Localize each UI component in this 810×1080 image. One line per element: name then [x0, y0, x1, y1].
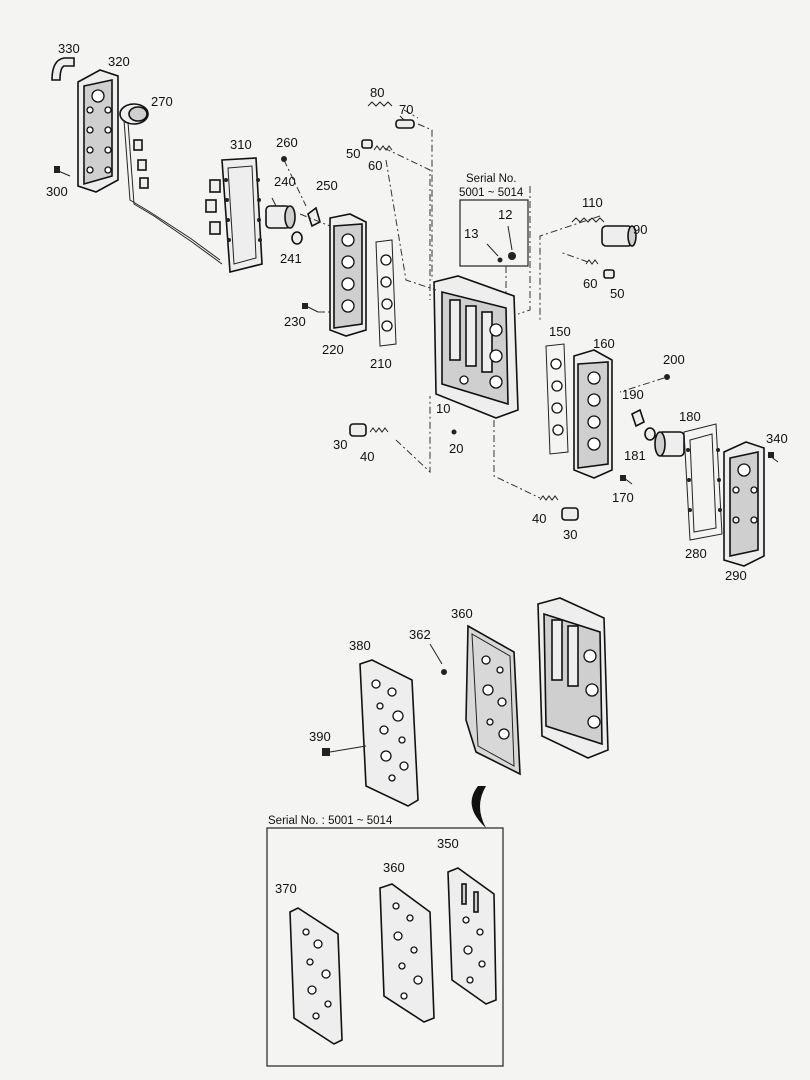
- label-30-right: 30: [563, 527, 577, 542]
- part-40-spring-right: [539, 495, 559, 501]
- label-60-right: 60: [583, 276, 597, 291]
- part-250-clip: [307, 206, 321, 228]
- part-290-cover: [723, 441, 765, 567]
- label-290: 290: [725, 568, 747, 583]
- assembly-lines: [283, 109, 665, 499]
- part-280-gasket: [683, 423, 723, 541]
- label-110: 110: [582, 195, 603, 210]
- label-250: 250: [316, 178, 338, 193]
- label-190: 190: [622, 387, 644, 402]
- label-50-left: 50: [346, 146, 360, 161]
- part-240-solenoid: [265, 197, 296, 229]
- label-360-middle: 360: [451, 606, 473, 621]
- part-110-spring: [571, 217, 605, 223]
- label-270: 270: [151, 94, 173, 109]
- label-380: 380: [349, 638, 371, 653]
- serial-box-top: [459, 199, 529, 267]
- part-360-plate: [465, 624, 521, 776]
- part-230-screw: [302, 303, 319, 313]
- label-350: 350: [437, 836, 459, 851]
- part-180-solenoid: [654, 431, 685, 457]
- label-362: 362: [409, 627, 431, 642]
- part-210-gasket: [375, 239, 397, 347]
- part-160-valve-body: [573, 349, 613, 479]
- label-90: 90: [633, 222, 647, 237]
- serial-box-bottom: [266, 827, 504, 1067]
- part-30-plug-right: [561, 507, 579, 521]
- part-270-harness: [119, 103, 223, 265]
- label-330: 330: [58, 41, 80, 56]
- label-60-left: 60: [368, 158, 382, 173]
- label-80: 80: [370, 85, 384, 100]
- part-241-oring: [291, 231, 303, 245]
- serial-label-top-line1: Serial No.: [466, 173, 517, 185]
- label-370: 370: [275, 881, 297, 896]
- part-190-clip: [631, 408, 645, 428]
- part-220-valve-body: [329, 213, 367, 337]
- label-210: 210: [370, 356, 392, 371]
- label-300: 300: [46, 184, 68, 199]
- part-370-plate: [289, 907, 343, 1045]
- part-170-screw: [620, 475, 633, 485]
- label-260: 260: [276, 135, 298, 150]
- part-50-plug-right: [603, 269, 615, 279]
- label-200: 200: [663, 352, 685, 367]
- label-160: 160: [593, 336, 615, 351]
- label-40-right: 40: [532, 511, 546, 526]
- label-20: 20: [449, 441, 463, 456]
- part-360-plate-detail: [379, 883, 435, 1023]
- label-220: 220: [322, 342, 344, 357]
- label-150: 150: [549, 324, 571, 339]
- part-30-plug-left: [349, 423, 367, 437]
- serial-label-top-line2: 5001 ~ 5014: [459, 187, 524, 199]
- label-280: 280: [685, 546, 707, 561]
- part-320-cover: [77, 69, 119, 193]
- part-50-plug: [361, 139, 373, 149]
- label-170: 170: [612, 490, 634, 505]
- label-50-right: 50: [610, 286, 624, 301]
- part-60-spring-right: [585, 259, 599, 265]
- part-60-spring: [373, 145, 393, 151]
- part-300-screw: [54, 166, 71, 177]
- part-150-gasket: [545, 343, 569, 455]
- part-labels: 330 320 270 300 310 260 240 250 241 230 …: [46, 41, 788, 896]
- part-80-spring: [367, 101, 393, 107]
- label-10: 10: [436, 401, 450, 416]
- label-180: 180: [679, 409, 701, 424]
- part-310-gasket: [221, 157, 263, 274]
- part-181-oring: [644, 427, 656, 441]
- label-360-detail: 360: [383, 860, 405, 875]
- part-10-main-valve-body: [433, 275, 519, 419]
- label-12: 12: [498, 207, 512, 222]
- part-90-valve: [601, 225, 637, 247]
- part-340-screw: [768, 452, 779, 463]
- label-240: 240: [274, 174, 296, 189]
- label-310: 310: [230, 137, 252, 152]
- part-20-ball: [451, 429, 457, 435]
- label-181: 181: [624, 448, 646, 463]
- label-70: 70: [399, 102, 413, 117]
- label-230: 230: [284, 314, 306, 329]
- part-40-spring-left: [369, 427, 389, 433]
- label-13: 13: [464, 226, 478, 241]
- label-320: 320: [108, 54, 130, 69]
- label-340: 340: [766, 431, 788, 446]
- label-30-left: 30: [333, 437, 347, 452]
- part-362-plug: [429, 643, 447, 675]
- part-380-plate: [359, 659, 419, 807]
- label-40-left: 40: [360, 449, 374, 464]
- detail-pointer: [471, 786, 486, 828]
- part-350-plate-detail: [447, 867, 497, 1005]
- label-390: 390: [309, 729, 331, 744]
- part-330-bracket: [51, 57, 75, 81]
- part-390-bolt: [322, 745, 367, 756]
- serial-label-bottom: Serial No. : 5001 ~ 5014: [268, 815, 393, 827]
- part-200-plug: [664, 374, 670, 380]
- part-70-valve: [395, 115, 415, 129]
- part-350-valve-body: [537, 597, 609, 759]
- label-241: 241: [280, 251, 302, 266]
- part-260-plug: [281, 156, 287, 162]
